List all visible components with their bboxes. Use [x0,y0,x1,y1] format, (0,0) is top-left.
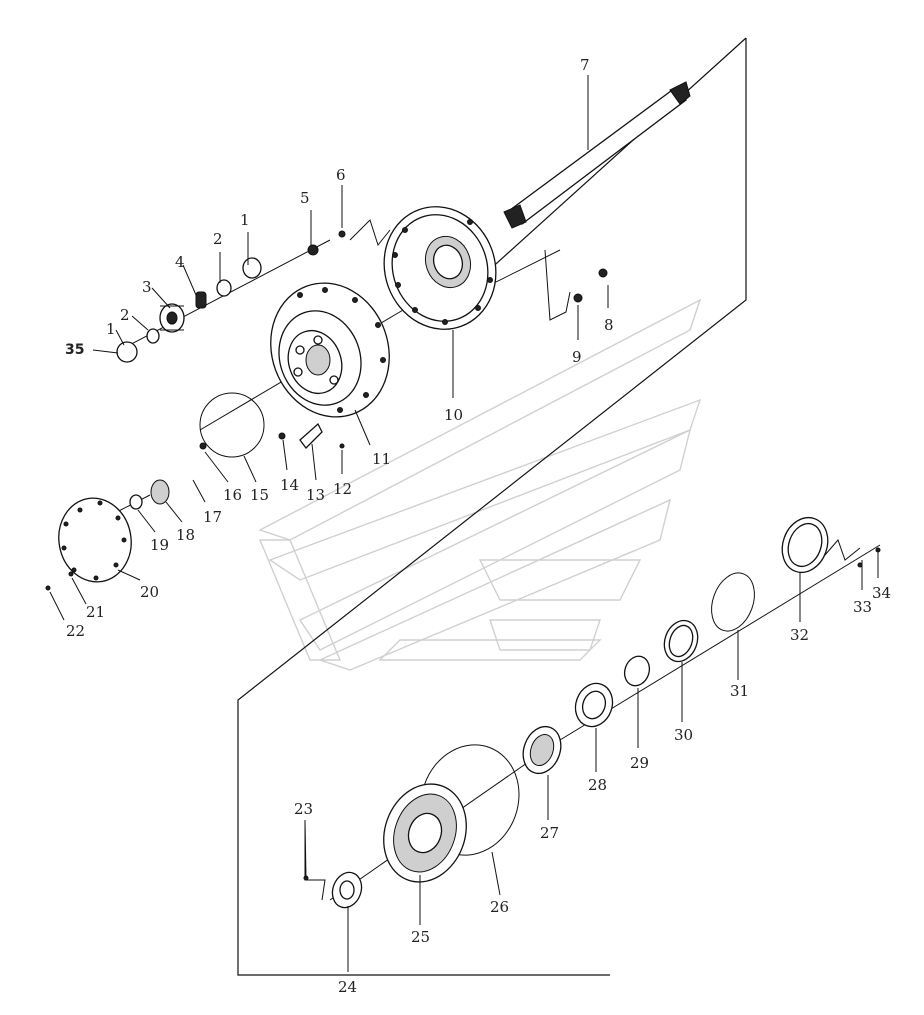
seal-ring-icon [199,392,265,458]
callout-p7: 7 [580,56,590,74]
callout-p27: 27 [540,824,559,842]
callout-p26: 26 [490,898,509,916]
callout-p1a: 1 [240,211,250,229]
spring-icon [195,291,207,309]
end-cover [58,497,132,583]
callout-p33: 33 [853,598,872,616]
callout-p16: 16 [223,486,242,504]
callout-p23: 23 [294,800,313,818]
callout-p19: 19 [150,536,169,554]
bolt-icon [45,210,881,881]
callout-p21: 21 [86,603,105,621]
callout-p2b: 2 [120,306,130,324]
ring-gear-housing [383,744,520,883]
callout-p29: 29 [630,754,649,772]
bearing-icon [522,516,829,775]
callout-p15: 15 [250,486,269,504]
part-callouts: 1 2 4 3 2 1 35 5 6 7 8 9 10 11 12 13 14 … [65,56,891,996]
callout-p17: 17 [203,508,222,526]
leader-lines [49,75,879,972]
callout-p22: 22 [66,622,85,640]
callout-p8: 8 [604,316,614,334]
housing-flange [383,206,497,330]
callout-p35: 35 [65,342,84,358]
callout-p18: 18 [176,526,195,544]
watermark-logo [258,298,702,671]
callout-p32: 32 [790,626,809,644]
callout-p31: 31 [730,682,749,700]
callout-p10: 10 [444,406,463,424]
callout-p4: 4 [175,253,185,271]
planet-carrier-housing [270,282,390,418]
callout-p13: 13 [306,486,325,504]
callout-p25: 25 [411,928,430,946]
sun-gear-icon [129,479,170,510]
callout-p12: 12 [333,480,352,498]
callout-p9: 9 [572,348,582,366]
callout-p11: 11 [372,450,391,468]
small-bearing-icon [146,279,232,344]
nut-icon [331,871,363,909]
assembly-outline [61,37,881,976]
callout-p6: 6 [336,166,346,184]
callout-p34: 34 [872,584,891,602]
shaft-icon [503,81,691,229]
gear-icon [159,303,185,333]
callout-p1b: 1 [106,320,116,338]
snap-ring-icon [116,257,262,363]
callout-p14: 14 [280,476,299,494]
callout-p5: 5 [300,189,310,207]
callout-p3: 3 [142,278,152,296]
callout-p24: 24 [338,978,357,996]
callout-p28: 28 [588,776,607,794]
callout-p20: 20 [140,583,159,601]
callout-p30: 30 [674,726,693,744]
callout-p2a: 2 [213,230,223,248]
